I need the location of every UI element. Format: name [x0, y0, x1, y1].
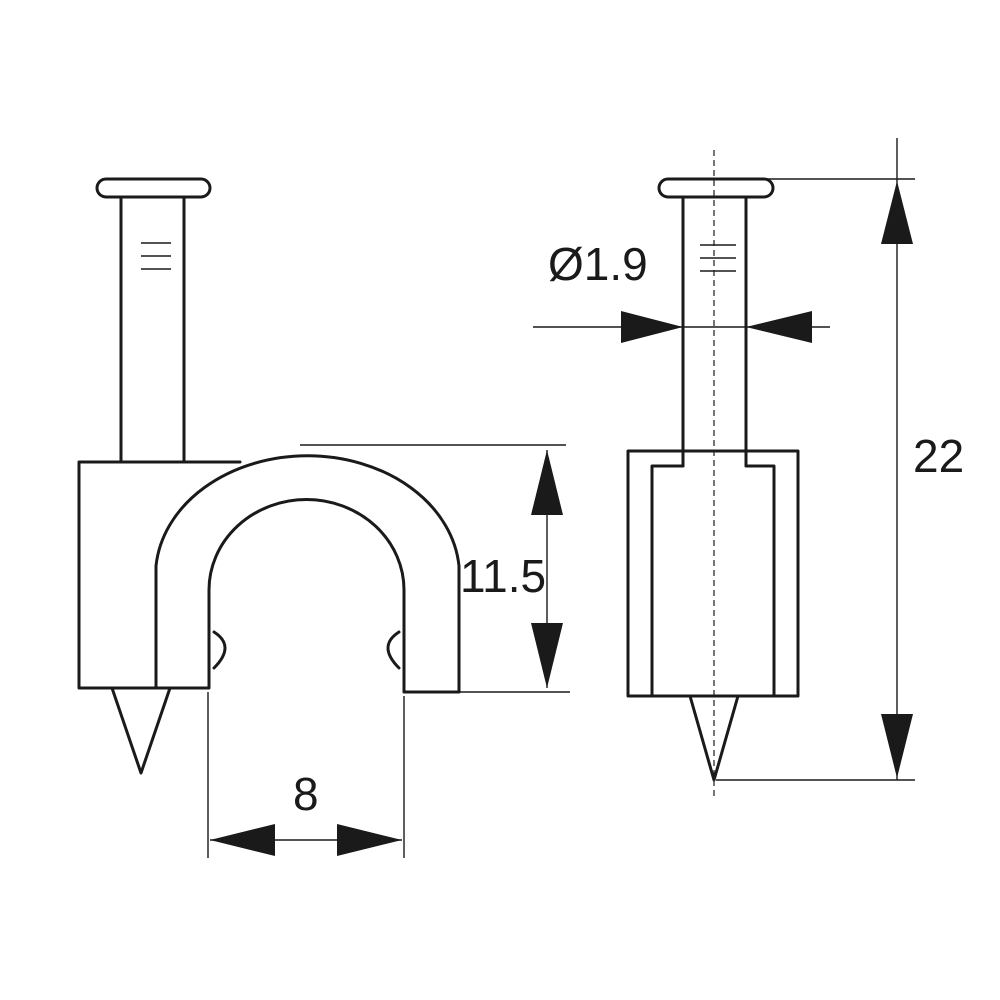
dim-overall-height-arrow-top [881, 181, 913, 244]
dim-clip-height-arrow-bottom [531, 623, 563, 688]
dim-clip-width: 8 [207, 692, 405, 858]
side-view: Ø1.9 22 [533, 138, 964, 800]
side-nail-head [657, 177, 775, 199]
front-u-clip [154, 454, 461, 694]
dim-clip-height: 11.5 [300, 444, 570, 693]
dim-clip-width-label: 8 [293, 768, 319, 820]
dim-shank-diameter-arrow-left [621, 311, 683, 343]
dim-overall-height: 22 [716, 138, 964, 781]
front-body-block [77, 460, 242, 690]
side-body-inner [650, 464, 776, 698]
dim-clip-width-arrow-left [210, 824, 275, 856]
dim-shank-diameter: Ø1.9 [533, 238, 830, 343]
front-grip-rib-left [212, 630, 227, 670]
dim-overall-height-label: 22 [913, 430, 964, 482]
front-nail-point [110, 686, 172, 775]
dim-clip-width-arrow-right [337, 824, 402, 856]
front-nail-head [95, 177, 212, 199]
dim-overall-height-arrow-bottom [881, 714, 913, 778]
front-shank-ridges [141, 242, 171, 270]
side-shank-ridges [700, 244, 736, 272]
side-nail-point [688, 694, 740, 782]
dim-shank-diameter-arrow-right [746, 311, 812, 343]
side-body-outer [626, 449, 800, 698]
dim-clip-height-label: 11.5 [460, 550, 546, 602]
front-view: 11.5 8 [77, 177, 570, 858]
front-grip-rib-right [386, 630, 401, 670]
dim-shank-diameter-label: Ø1.9 [548, 238, 648, 290]
dim-clip-height-arrow-top [531, 450, 563, 515]
